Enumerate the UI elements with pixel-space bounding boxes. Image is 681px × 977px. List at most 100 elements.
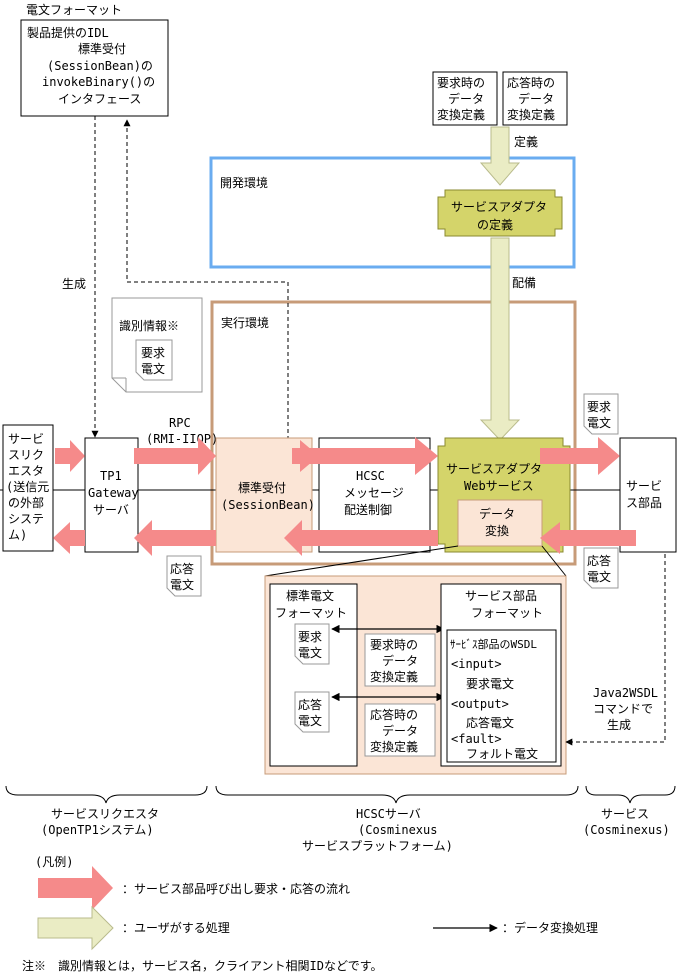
- legend-cream-arrow: [37, 905, 114, 951]
- flow-res-service-to-adapter: [540, 522, 636, 554]
- response-def-line-1: 応答時の: [507, 75, 555, 90]
- detail-req-line-2: 電文: [298, 645, 322, 660]
- right-response-line-2: 電文: [587, 569, 611, 584]
- wsdl-title: ｻｰﾋﾞｽ部品のWSDL: [450, 637, 537, 651]
- std-recv-line-1: 標準受付: [238, 480, 286, 495]
- dev-env-title: 開発環境: [220, 175, 268, 190]
- adapter-definition-shape: [437, 189, 563, 237]
- footnote: 注※ 識別情報とは，サービス名，クライアント相関IDなどです。: [22, 958, 383, 973]
- detail-req-def-box: [364, 633, 436, 687]
- response-def-line-3: 変換定義: [507, 107, 555, 122]
- runtime-env-frame: [210, 300, 577, 566]
- flow-res-std-to-gateway: [134, 520, 216, 556]
- flow-res-adapter-to-hcsc: [284, 520, 438, 556]
- std-format-line-1: 標準電文: [286, 588, 334, 603]
- requester-line-4: (送信元: [6, 479, 49, 494]
- data-convert-box: [457, 499, 543, 547]
- java2wsdl-dashed-arrow: [565, 554, 666, 746]
- legend-pink-arrow: [38, 866, 113, 910]
- gateway-line-3: サーバ: [93, 503, 129, 517]
- right-request-doc: [583, 393, 619, 435]
- deploy-label: 配備: [512, 275, 536, 290]
- brace-hcsc-line-2: (Cosminexus: [358, 823, 437, 837]
- id-request-line-1: 要求: [141, 346, 165, 360]
- adapter-line-1: サービスアダプタ: [446, 461, 542, 476]
- left-response-line-1: 応答: [170, 561, 194, 576]
- tp1-gateway-box: [84, 437, 139, 553]
- flow-req-gateway-to-std: [134, 437, 216, 475]
- brace-service-line-1: サービス: [601, 807, 649, 821]
- idl-line-5: インタフェース: [58, 92, 141, 106]
- deploy-arrow: [479, 237, 521, 441]
- flow-req-hcsc-to-adapter: [292, 437, 438, 475]
- brace-hcsc: [215, 785, 579, 804]
- requester-line-2: スリク: [8, 448, 44, 462]
- detail-response-doc: [294, 691, 330, 733]
- flow-req-requester-to-gateway: [55, 440, 85, 472]
- detail-req-line-1: 要求: [298, 630, 322, 644]
- wsdl-line-2: 要求電文: [466, 676, 514, 691]
- left-response-doc: [166, 555, 202, 597]
- hcsc-line-2: メッセージ: [344, 486, 404, 500]
- wsdl-box: [446, 629, 557, 763]
- convert-line-1: データ: [479, 506, 515, 521]
- brace-hcsc-line-1: HCSCサーバ: [356, 807, 421, 821]
- flow-res-gateway-to-requester: [53, 522, 85, 554]
- rpc-label-1: RPC: [169, 416, 191, 430]
- right-response-line-1: 応答: [587, 553, 611, 568]
- detail-res-def-line-1: 応答時の: [370, 707, 418, 722]
- brace-service-line-2: (Cosminexus): [583, 823, 670, 837]
- java2wsdl-line-2: コマンドで: [593, 702, 653, 716]
- adapter-def-line-1: サービスアダプタ: [451, 199, 547, 214]
- brace-requester-line-2: (OpenTP1システム): [41, 823, 154, 837]
- detail-res-def-line-2: データ: [382, 723, 418, 738]
- brace-requester: [5, 785, 208, 804]
- legend-line-text: ：データ変換処理: [502, 920, 598, 935]
- expand-line-right: [541, 545, 567, 577]
- legend-cream-text: ：ユーザがする処理: [122, 920, 230, 935]
- idl-line-3: (SessionBean)の: [47, 59, 153, 73]
- requester-line-5: の外部: [8, 495, 44, 510]
- wsdl-line-4: 応答電文: [466, 715, 514, 730]
- request-def-line-3: 変換定義: [437, 107, 485, 122]
- response-def-box: [502, 71, 568, 126]
- std-format-box: [269, 583, 358, 767]
- detail-req-def-line-1: 要求時の: [370, 638, 418, 652]
- define-label: 定義: [514, 134, 538, 149]
- wsdl-line-3: <output>: [451, 697, 509, 711]
- expand-line-left: [264, 545, 459, 577]
- requester-line-1: サービ: [8, 432, 44, 446]
- java2wsdl-line-3: 生成: [607, 718, 631, 732]
- response-def-line-2: データ: [518, 91, 554, 106]
- detail-res-line-1: 応答: [298, 697, 322, 712]
- id-info-label: 識別情報※: [119, 319, 179, 333]
- brace-requester-line-1: サービスリクエスタ: [51, 807, 159, 821]
- service-line-1: サービ: [626, 479, 662, 493]
- requester-line-3: エスタ: [8, 464, 44, 478]
- detail-res-def-line-3: 変換定義: [370, 739, 418, 754]
- adapter-line-2: Webサービス: [464, 479, 534, 493]
- std-recv-line-2: (SessionBean): [221, 498, 315, 512]
- svc-format-line-1: サービス部品: [465, 588, 537, 603]
- std-format-line-2: フォーマット: [275, 606, 347, 620]
- brace-hcsc-line-3: サービスプラットフォーム): [302, 839, 453, 853]
- right-request-line-2: 電文: [587, 415, 611, 430]
- svc-format-line-2: フォーマット: [471, 606, 543, 620]
- generate-label: 生成: [62, 277, 86, 291]
- idl-line-1: 製品提供のIDL: [27, 25, 109, 40]
- flow-req-adapter-to-service: [540, 437, 620, 475]
- request-def-box: [432, 71, 498, 126]
- requester-line-7: ム): [8, 528, 27, 542]
- hcsc-line-1: HCSC: [356, 469, 385, 483]
- requester-line-6: システ: [8, 512, 44, 526]
- detail-res-def-box: [364, 703, 436, 757]
- java2wsdl-line-1: Java2WSDL: [593, 686, 658, 700]
- gateway-line-2: Gateway: [88, 486, 139, 500]
- brace-service: [585, 785, 676, 804]
- idl-line-2: 標準受付: [78, 41, 126, 56]
- runtime-env-title: 実行環境: [221, 315, 269, 330]
- std-recv-to-idl-dashed: [123, 119, 289, 440]
- left-response-line-2: 電文: [170, 577, 194, 592]
- telegram-format-heading: 電文フォーマット: [26, 2, 122, 17]
